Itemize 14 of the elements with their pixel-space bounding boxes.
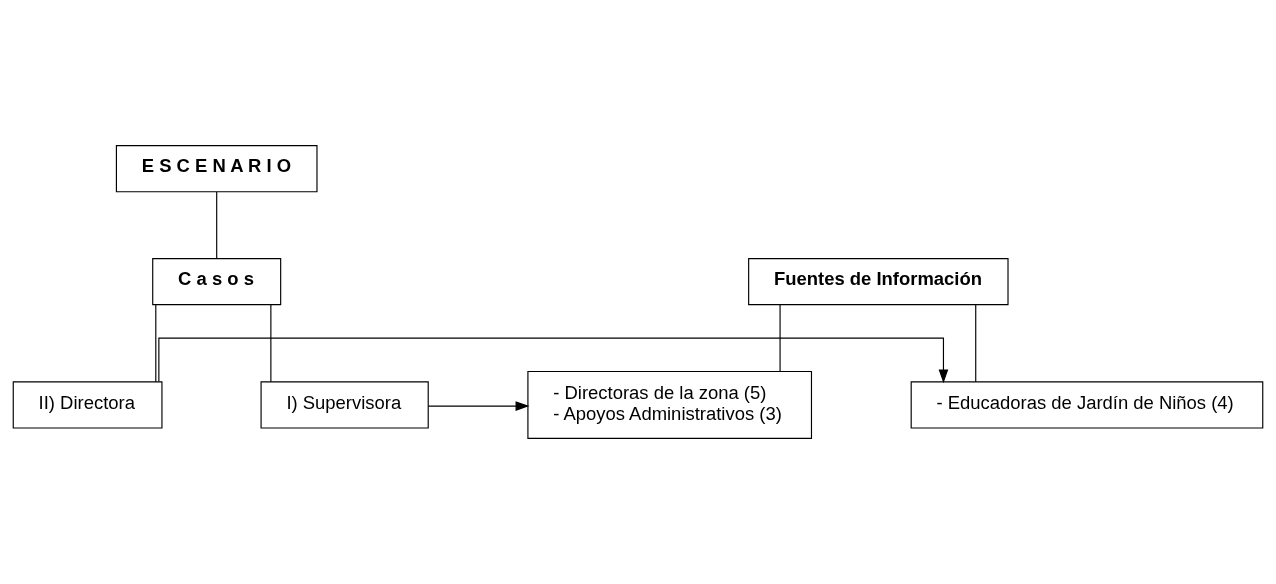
node-box: C a s o s (152, 258, 282, 306)
connector (216, 191, 218, 259)
node-box: - Educadoras de Jardín de Niños (4) (910, 381, 1264, 429)
node-box: II) Directora (12, 381, 163, 429)
node-box: I) Supervisora (260, 381, 429, 429)
connector (779, 304, 781, 372)
arrow (158, 337, 949, 384)
node-box: Fuentes de Información (748, 258, 1009, 306)
connector (975, 304, 977, 383)
connector (270, 304, 272, 383)
arrow (427, 401, 530, 411)
node-box: - Directoras de la zona (5) - Apoyos Administrativos (3) (527, 370, 813, 439)
connector (155, 304, 157, 383)
node-box: E S C E N A R I O (115, 145, 318, 193)
